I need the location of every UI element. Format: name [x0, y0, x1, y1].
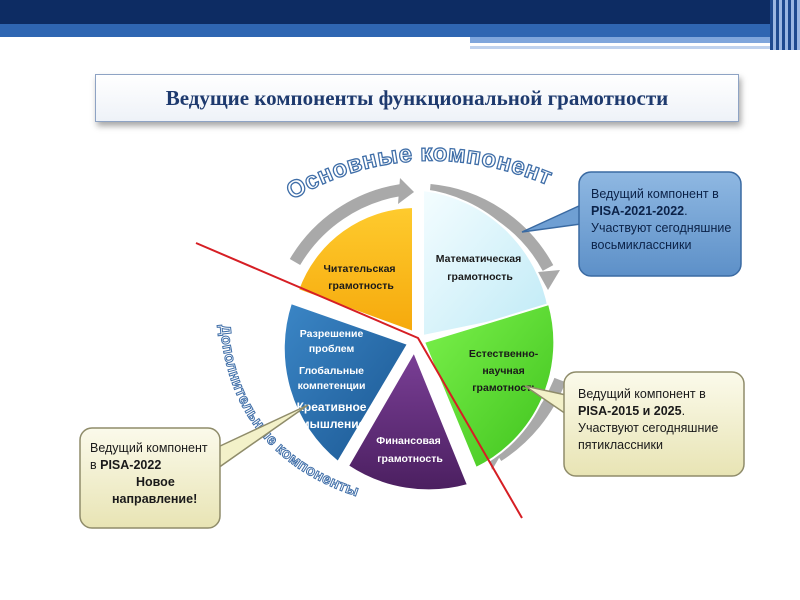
callout-pisa-2015: Ведущий компонент в PISA-2015 и 2025. Уч… — [564, 372, 744, 476]
callout-line: в — [90, 458, 101, 472]
callout-highlight: PISA-2021-2022 — [591, 204, 685, 218]
cycle-arrow-top-left — [289, 184, 403, 266]
label-extra: Разрешение проблем Глобальные компетенци… — [297, 328, 370, 431]
callout-line: Ведущий компонент в — [591, 187, 719, 201]
callout-highlight: PISA-2015 и 2025 — [578, 404, 682, 418]
segment-finance — [346, 349, 470, 492]
callout-line: . — [681, 404, 686, 418]
callout-box — [79, 427, 221, 529]
callout-line: Ведущий компонент в — [578, 387, 706, 401]
callout-box — [578, 171, 742, 277]
callout-highlight: Новое — [136, 475, 175, 489]
header-band — [0, 24, 800, 37]
callout-highlight: направление! — [112, 492, 198, 506]
callout-line: Ведущий компонент — [90, 441, 208, 455]
title-box: Ведущие компоненты функциональной грамот… — [95, 74, 739, 122]
header-bar — [0, 0, 800, 24]
callout-line: . — [684, 204, 688, 218]
callout-box — [563, 371, 745, 477]
slide-title: Ведущие компоненты функциональной грамот… — [165, 85, 669, 110]
callout-pointer — [521, 203, 582, 233]
callout-line: Участвуют сегодняшние — [591, 221, 732, 235]
label-math: Математическая грамотность — [436, 253, 524, 283]
callout-line: восьмиклассники — [591, 238, 692, 252]
header-corner-stripes — [770, 0, 800, 50]
cycle-arrow-bottom-right — [494, 377, 566, 462]
segment-reading — [296, 205, 414, 334]
segment-science — [422, 302, 556, 470]
label-science: Естественно- научная грамотность — [469, 348, 541, 394]
arc-heading-main: Основные компоненты — [0, 0, 556, 205]
callout-pisa-2022: Ведущий компонент в PISA-2022 Новое напр… — [80, 428, 220, 528]
callout-line: Участвуют сегодняшние — [578, 421, 719, 435]
cycle-arrow-top-right — [429, 184, 554, 271]
callout-line: пятиклассники — [578, 438, 663, 452]
divider-line — [195, 242, 523, 519]
callout-pisa-2021: Ведущий компонент в PISA-2021-2022. Учас… — [579, 172, 741, 276]
segment-extra — [282, 301, 410, 464]
segment-math — [422, 188, 551, 338]
header-accent-thin — [470, 46, 800, 49]
cycle-arrow-head — [538, 270, 560, 290]
cycle-arrow-head — [398, 178, 414, 204]
label-reading: Читательская грамотность — [324, 263, 399, 292]
header-accent — [470, 37, 800, 43]
callout-highlight: PISA-2022 — [100, 458, 162, 472]
label-finance: Финансовая грамотность — [376, 435, 443, 465]
